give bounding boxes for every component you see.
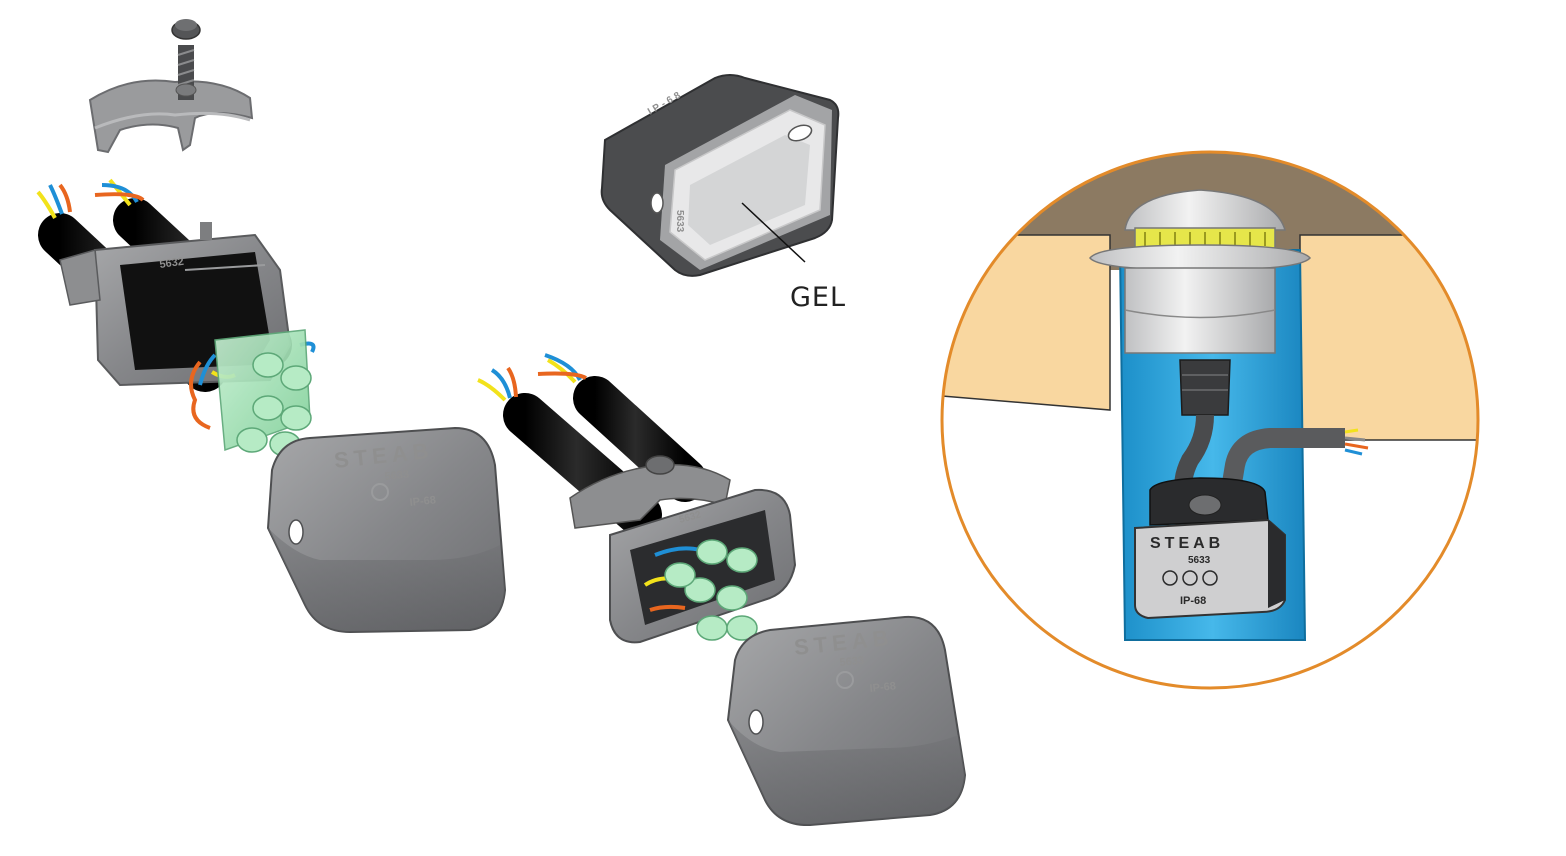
middle-connector-half: 5632 (477, 353, 797, 644)
gel-box-text: 5633 (674, 210, 685, 233)
detail-model: 5633 (1188, 555, 1211, 566)
right-cap-rating: IP-68 (869, 680, 896, 695)
left-cap-model: 5633 (384, 468, 410, 482)
left-terminal-block (214, 329, 312, 457)
right-cap-model: 5633 (839, 654, 865, 668)
gel-box: 5633 IP-68 GEL (600, 74, 846, 313)
left-cap-rating: IP-68 (409, 494, 436, 509)
right-cap: STEAB 5633 IP-68 (726, 615, 967, 827)
detail-circle-border (940, 150, 1480, 690)
detail-brand: STEAB (1150, 535, 1224, 552)
detail-rating: IP-68 (1180, 595, 1206, 607)
left-cap: STEAB 5633 IP-68 (266, 426, 507, 634)
gel-callout-line (741, 202, 806, 263)
installation-detail: STEAB 5633 IP-68 (940, 150, 1480, 690)
screw-clamp (88, 19, 254, 154)
gel-label: GEL (790, 282, 846, 313)
middle-terminal-block (664, 539, 758, 641)
small-model-text: 5632 (159, 256, 185, 271)
left-connector-half: 5632 (36, 178, 316, 457)
